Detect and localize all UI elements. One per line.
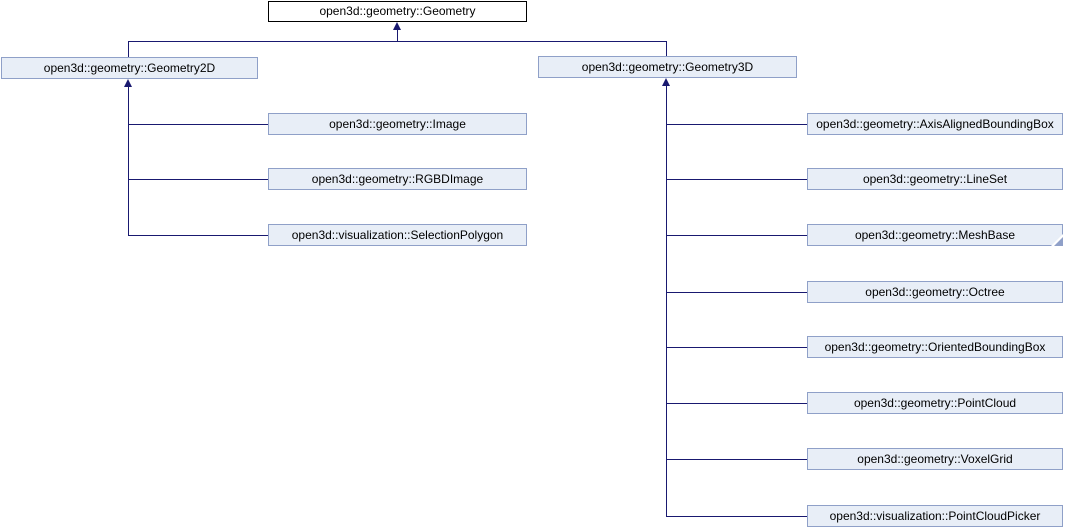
- edge-stem-geometry2d: [128, 41, 129, 57]
- node-octree-label: open3d::geometry::Octree: [865, 285, 1005, 299]
- node-rgbdimage[interactable]: open3d::geometry::RGBDImage: [268, 168, 527, 190]
- edge-bus: [128, 41, 667, 42]
- node-orientedboundingbox-label: open3d::geometry::OrientedBoundingBox: [824, 340, 1046, 354]
- node-meshbase-label: open3d::geometry::MeshBase: [854, 228, 1016, 242]
- node-geometry[interactable]: open3d::geometry::Geometry: [268, 1, 527, 22]
- node-orientedboundingbox[interactable]: open3d::geometry::OrientedBoundingBox: [807, 336, 1063, 358]
- node-geometry3d-label: open3d::geometry::Geometry3D: [581, 60, 754, 74]
- edge-branch-axisalignedboundingbox: [666, 124, 807, 125]
- edge-branch-octree: [666, 292, 807, 293]
- node-axisalignedboundingbox[interactable]: open3d::geometry::AxisAlignedBoundingBox: [807, 113, 1063, 135]
- node-geometry2d[interactable]: open3d::geometry::Geometry2D: [1, 57, 258, 79]
- arrowhead-to-geometry3d: [662, 78, 670, 86]
- node-geometry-label: open3d::geometry::Geometry: [319, 4, 476, 18]
- truncated-fold-icon: [1054, 237, 1063, 246]
- node-geometry3d[interactable]: open3d::geometry::Geometry3D: [538, 56, 797, 78]
- node-voxelgrid-label: open3d::geometry::VoxelGrid: [857, 452, 1013, 466]
- node-octree[interactable]: open3d::geometry::Octree: [807, 281, 1063, 303]
- node-pointcloudpicker-label: open3d::visualization::PointCloudPicker: [829, 509, 1041, 523]
- node-pointcloud[interactable]: open3d::geometry::PointCloud: [807, 392, 1063, 414]
- edge-branch-lineset: [666, 179, 807, 180]
- arrowhead-to-geometry2d: [124, 79, 132, 87]
- edge-root-stem: [397, 28, 398, 42]
- node-pointcloudpicker[interactable]: open3d::visualization::PointCloudPicker: [807, 505, 1063, 527]
- edge-branch-voxelgrid: [666, 459, 807, 460]
- node-lineset-label: open3d::geometry::LineSet: [862, 172, 1008, 186]
- node-pointcloud-label: open3d::geometry::PointCloud: [853, 396, 1017, 410]
- edge-branch-image: [128, 124, 268, 125]
- edge-geometry3d-trunk: [666, 84, 667, 517]
- node-meshbase[interactable]: open3d::geometry::MeshBase: [807, 224, 1063, 246]
- node-axisalignedboundingbox-label: open3d::geometry::AxisAlignedBoundingBox: [816, 117, 1054, 131]
- edge-branch-pointcloud: [666, 403, 807, 404]
- node-lineset[interactable]: open3d::geometry::LineSet: [807, 168, 1063, 190]
- edge-branch-meshbase: [666, 235, 807, 236]
- edge-geometry2d-trunk: [128, 85, 129, 236]
- edge-branch-selectionpolygon: [128, 235, 268, 236]
- arrowhead-to-geometry: [393, 22, 401, 30]
- node-voxelgrid[interactable]: open3d::geometry::VoxelGrid: [807, 448, 1063, 470]
- node-geometry2d-label: open3d::geometry::Geometry2D: [43, 61, 216, 75]
- node-image[interactable]: open3d::geometry::Image: [268, 113, 527, 135]
- node-image-label: open3d::geometry::Image: [329, 117, 466, 131]
- edge-branch-orientedboundingbox: [666, 347, 807, 348]
- edge-branch-pointcloudpicker: [666, 516, 807, 517]
- node-rgbdimage-label: open3d::geometry::RGBDImage: [311, 172, 484, 186]
- edge-branch-rgbdimage: [128, 179, 268, 180]
- node-selectionpolygon-label: open3d::visualization::SelectionPolygon: [291, 228, 504, 242]
- node-selectionpolygon[interactable]: open3d::visualization::SelectionPolygon: [268, 224, 527, 246]
- edge-stem-geometry3d: [666, 41, 667, 56]
